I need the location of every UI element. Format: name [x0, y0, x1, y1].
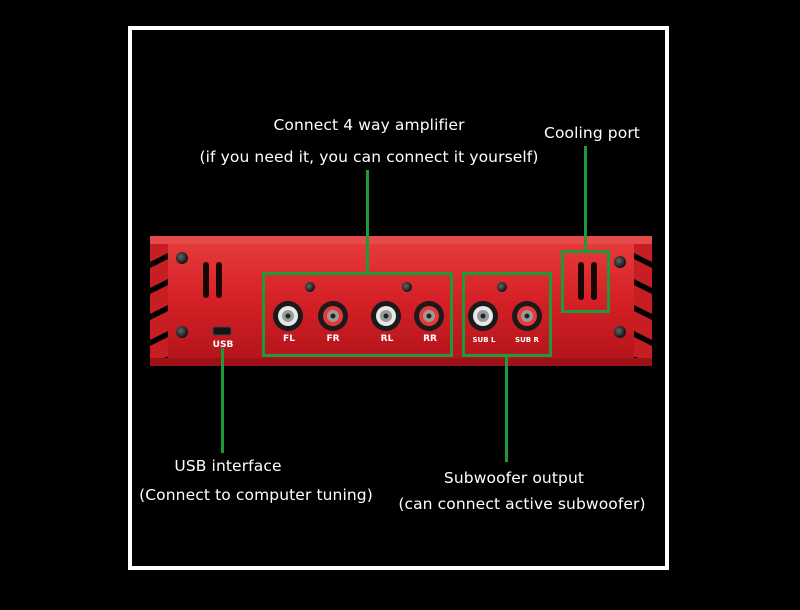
jack-label-sub-l: SUB L — [472, 336, 496, 344]
screw-top-left — [176, 252, 188, 264]
cooling-leader-line — [584, 146, 587, 250]
image-frame — [128, 26, 669, 570]
jack-label-fr: FR — [326, 334, 340, 344]
usb-leader-line — [221, 348, 224, 453]
subwoofer-subtitle: (can connect active subwoofer) — [398, 495, 646, 513]
left-heatsink-fins — [150, 238, 170, 362]
sub-leader-line — [505, 357, 508, 462]
jack-label-sub-r: SUB R — [515, 336, 539, 344]
jack-label-rr: RR — [423, 334, 437, 344]
rca-jack-sub-r — [512, 301, 542, 331]
cooling-port-vent — [578, 262, 597, 300]
screw-top-right — [614, 256, 626, 268]
chassis-bottom-edge — [150, 358, 652, 366]
rca-jack-fr — [318, 301, 348, 331]
cooling-port-label: Cooling port — [544, 124, 640, 142]
jack-label-fl: FL — [283, 334, 295, 344]
usb-port-icon — [212, 326, 232, 336]
right-heatsink-fins — [632, 238, 652, 362]
rca-jack-rl — [371, 301, 401, 331]
amp-outputs-highlight — [262, 272, 453, 357]
usb-title: USB interface — [174, 457, 282, 475]
amp-leader-line — [366, 170, 369, 272]
screw-amp-1 — [305, 282, 315, 292]
chassis-top-edge — [150, 236, 652, 244]
usb-port-label: USB — [212, 340, 234, 350]
jack-label-rl: RL — [380, 334, 394, 344]
rca-jack-rr — [414, 301, 444, 331]
subwoofer-outputs-highlight — [462, 272, 552, 357]
screw-sub — [497, 282, 507, 292]
amp-title: Connect 4 way amplifier — [273, 116, 465, 134]
subwoofer-title: Subwoofer output — [443, 469, 585, 487]
rca-jack-sub-l — [468, 301, 498, 331]
amp-subtitle: (if you need it, you can connect it your… — [199, 148, 539, 166]
screw-bottom-right — [614, 326, 626, 338]
cooling-port-highlight — [561, 250, 610, 313]
rca-jack-fl — [273, 301, 303, 331]
left-vent — [203, 262, 222, 298]
usb-subtitle: (Connect to computer tuning) — [139, 486, 373, 504]
chassis-face — [168, 244, 634, 360]
screw-bottom-left — [176, 326, 188, 338]
screw-amp-2 — [402, 282, 412, 292]
